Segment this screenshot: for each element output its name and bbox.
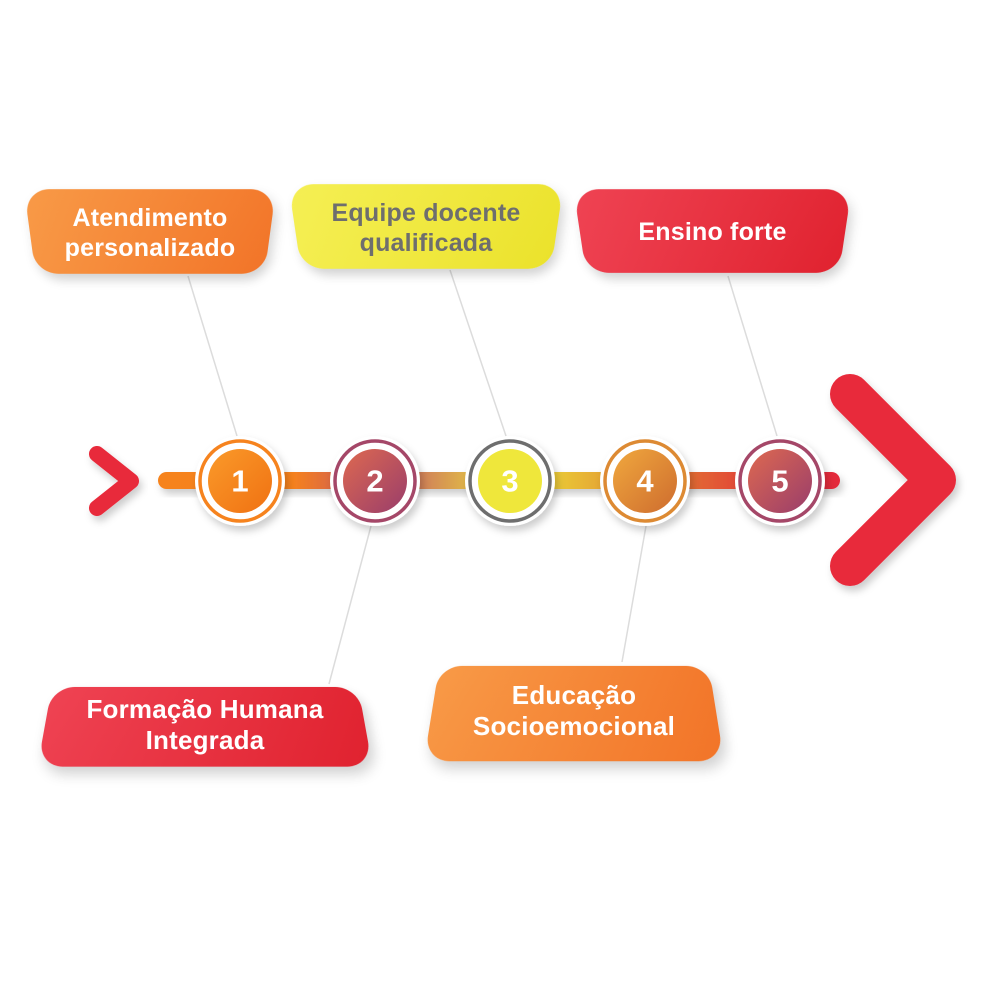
banner-ensino-forte-label: Ensino forte — [638, 218, 787, 247]
step-number: 3 — [501, 464, 518, 499]
step-circle-ring — [198, 439, 282, 523]
arrow-head-icon — [830, 374, 956, 586]
connector-line-step1 — [187, 275, 238, 437]
step-circle-fill — [478, 449, 542, 513]
step-circle-3: 3 — [465, 436, 555, 526]
step-circle-ring — [333, 439, 417, 523]
step-circle-1: 1 — [195, 436, 285, 526]
banner-atendimento-label: Atendimento personalizado — [64, 204, 236, 262]
step-circle-fill — [748, 449, 812, 513]
step-number: 5 — [771, 464, 788, 499]
banner-equipe-docente-label: Equipe docente qualificada — [331, 199, 521, 257]
step-number: 1 — [231, 464, 248, 499]
step-circle-ring — [468, 439, 552, 523]
step-circle-4: 4 — [600, 436, 690, 526]
step-circle-fill — [208, 449, 272, 513]
connector-line-step5 — [727, 275, 778, 437]
step-number: 4 — [636, 464, 654, 499]
connector-line-step3 — [449, 269, 507, 437]
step-circle-2: 2 — [330, 436, 420, 526]
step-circle-ring — [738, 439, 822, 523]
step-circle-fill — [613, 449, 677, 513]
step-number: 2 — [366, 464, 383, 499]
step-circle-ring — [603, 439, 687, 523]
step-circle-fill — [343, 449, 407, 513]
banner-formacao-humana-label: Formação Humana Integrada — [86, 694, 324, 755]
banner-educacao-socioemocional-label: Educação Socioemocional — [472, 680, 676, 741]
step-circle-5: 5 — [735, 436, 825, 526]
connector-line-step2 — [328, 525, 372, 685]
start-chevron-icon — [89, 446, 139, 516]
connector-line-step4 — [621, 525, 647, 663]
